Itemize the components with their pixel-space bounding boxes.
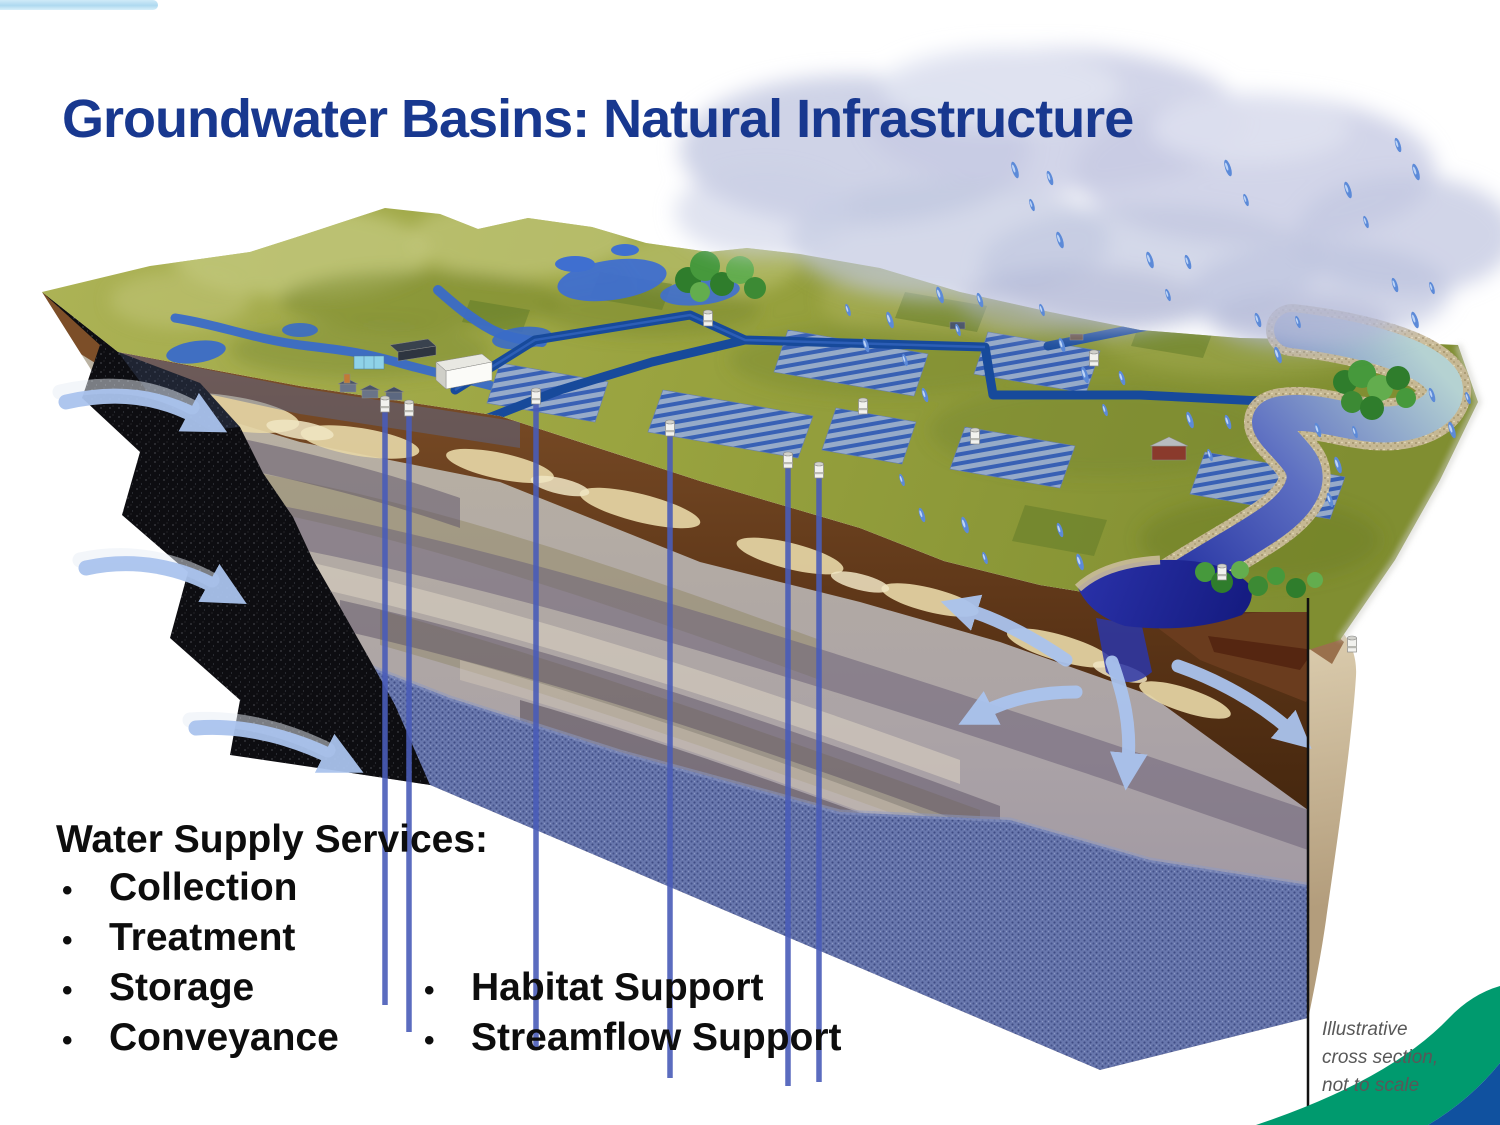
bullet-item: • Storage bbox=[56, 966, 339, 1016]
land-edge-shadow bbox=[1337, 343, 1482, 642]
bullet-glyph: • bbox=[424, 974, 435, 1007]
side-sliver bbox=[1308, 606, 1357, 1020]
services-block: Water Supply Services: bbox=[56, 816, 488, 864]
geologic-layers bbox=[42, 292, 1308, 1070]
slide-title: Groundwater Basins: Natural Infrastructu… bbox=[62, 89, 1134, 150]
bullet-item: • Streamflow Support bbox=[418, 1016, 842, 1066]
service-label: Storage bbox=[109, 966, 255, 1009]
river bbox=[1137, 304, 1471, 616]
service-label: Collection bbox=[109, 866, 298, 909]
bullet-glyph: • bbox=[62, 924, 73, 957]
service-label: Conveyance bbox=[109, 1016, 339, 1059]
bullet-glyph: • bbox=[62, 974, 73, 1007]
well-pipes bbox=[382, 404, 822, 1086]
top-accent-bar bbox=[0, 0, 158, 10]
houses bbox=[337, 373, 405, 401]
landscape-block bbox=[42, 208, 1482, 1125]
services-heading: Water Supply Services: bbox=[56, 818, 489, 861]
service-label: Treatment bbox=[109, 916, 296, 959]
rain-clouds bbox=[675, 48, 1500, 350]
corner-swoosh-blue bbox=[1428, 1063, 1500, 1125]
corner-swoosh-green bbox=[1256, 986, 1500, 1125]
caption-line: cross section, bbox=[1322, 1047, 1439, 1068]
bullet-item: • Habitat Support bbox=[418, 966, 842, 1016]
scale-caption: Illustrative cross section, not to scale bbox=[1322, 1016, 1500, 1100]
service-label: Streamflow Support bbox=[471, 1016, 842, 1059]
bullet-item: • Treatment bbox=[56, 916, 339, 966]
bullet-glyph: • bbox=[62, 874, 73, 907]
bullet-glyph: • bbox=[424, 1024, 435, 1057]
barn bbox=[1149, 436, 1189, 461]
mountain-recharge-arrows bbox=[52, 378, 364, 773]
service-label: Habitat Support bbox=[471, 966, 764, 1009]
bullet-glyph: • bbox=[62, 1024, 73, 1057]
services-column-1: • Collection • Treatment • Storage • Conveya… bbox=[56, 866, 339, 1066]
buildings bbox=[337, 321, 1189, 461]
trees bbox=[675, 251, 1416, 598]
services-column-2: • Habitat Support • Streamflow Support bbox=[418, 966, 842, 1066]
stream-recharge-arrows bbox=[940, 594, 1312, 791]
aquifer bbox=[250, 620, 1308, 1070]
bullet-item: • Conveyance bbox=[56, 1016, 339, 1066]
caption-line: not to scale bbox=[1322, 1075, 1420, 1096]
caption-line: Illustrative bbox=[1322, 1019, 1408, 1040]
bullet-item: • Collection bbox=[56, 866, 339, 916]
